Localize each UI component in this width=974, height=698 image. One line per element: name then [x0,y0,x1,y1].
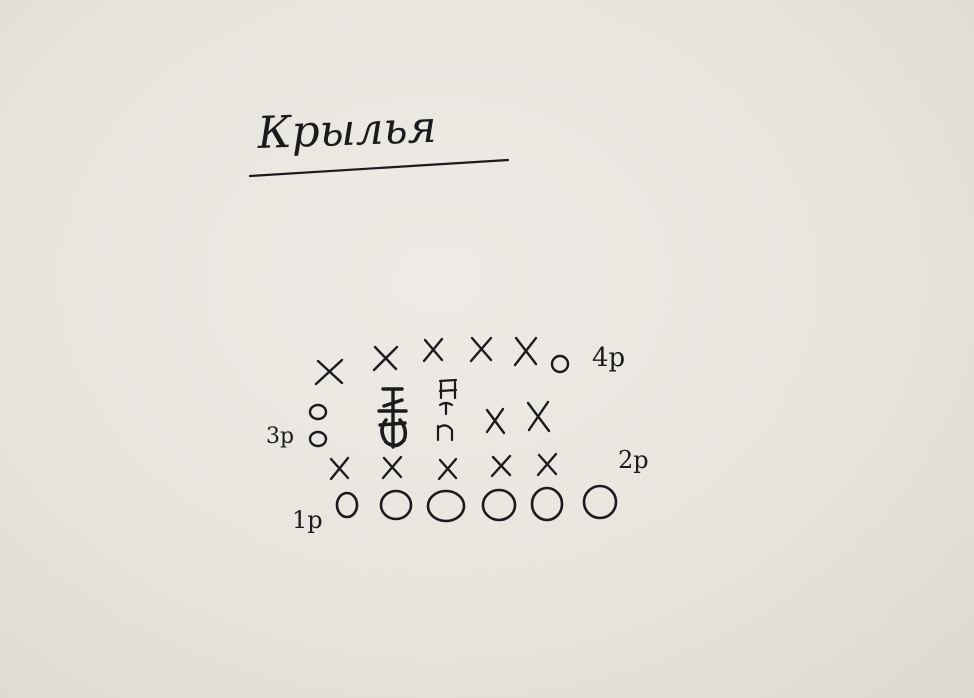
half-double-crochet-group [436,378,458,442]
chain-stitch-symbol [335,491,359,519]
chain-stitch-symbol [426,489,466,523]
row-2 [329,452,558,481]
row-label-2: 2р [618,446,649,474]
single-crochet-symbol [314,358,344,386]
row-label-1: 1р [292,506,323,534]
half-double-crochet-symbol [436,424,454,442]
row-1 [335,484,618,523]
double-crochet-symbol [381,387,404,449]
row-label-3: 3р [266,424,294,449]
chain-stitch-symbol [550,354,570,374]
chain-stitch-symbol [379,489,413,521]
chain-stitch-symbol [308,430,328,448]
single-crochet-symbol [437,457,458,481]
double-crochet-symbol [380,418,408,448]
single-crochet-symbol [381,455,403,480]
half-double-crochet-symbol [438,401,454,416]
single-crochet-symbol [536,452,558,477]
double-crochet-group [377,387,408,449]
row-3 [308,378,551,449]
title-underline [248,158,510,178]
half-double-crochet-symbol [438,378,458,400]
chain-stitch-symbol [530,486,564,522]
single-crochet-symbol [422,337,444,363]
chart-title: Крылья [256,102,438,159]
row-label-4: 4р [592,343,625,373]
single-crochet-symbol [526,400,551,433]
single-crochet-symbol [372,345,399,372]
chain-stitch-symbol [582,484,618,520]
title-group: Крылья [248,102,510,178]
chain-stitch-symbol [481,488,517,522]
single-crochet-symbol [469,336,493,363]
single-crochet-symbol [329,456,350,481]
chain-stitch-symbol [308,403,328,421]
single-crochet-symbol [490,454,512,478]
single-crochet-symbol [485,407,506,435]
single-crochet-symbol [513,336,538,367]
row-4 [314,336,570,386]
